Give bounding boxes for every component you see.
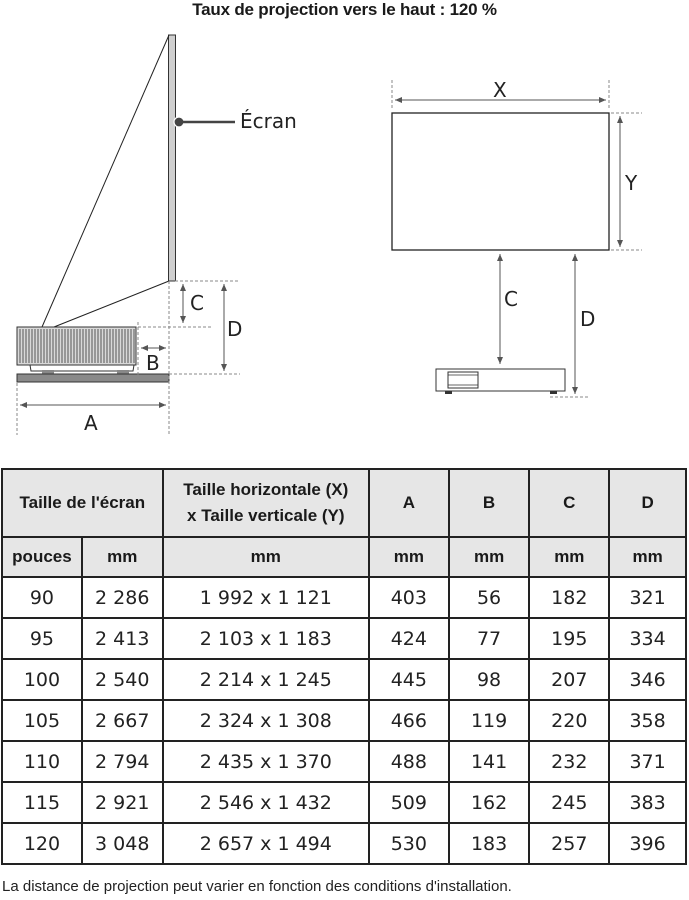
header-a: A bbox=[367, 468, 450, 538]
dim-label-d-side: D bbox=[227, 317, 242, 341]
dim-label-b: B bbox=[146, 351, 160, 375]
dim-label-y: Y bbox=[624, 171, 638, 195]
projection-diagram: Écran bbox=[16, 34, 642, 435]
unit-mm: mm bbox=[367, 536, 450, 578]
unit-mm: mm bbox=[608, 536, 687, 578]
header-b: B bbox=[447, 468, 531, 538]
unit-mm: mm bbox=[80, 536, 164, 578]
projection-distance-table: Taille de l'écran Taille horizontale (X)… bbox=[1, 468, 687, 865]
screen-front-icon bbox=[391, 112, 610, 251]
table-units-row: pouces mm mm mm mm mm mm bbox=[1, 536, 687, 578]
dim-label-a: A bbox=[84, 411, 98, 435]
unit-mm: mm bbox=[528, 536, 611, 578]
dim-label-c-side: C bbox=[190, 291, 204, 315]
header-d: D bbox=[608, 468, 687, 538]
shelf-icon bbox=[16, 373, 170, 383]
screen-side-icon bbox=[168, 34, 176, 282]
header-xy-size: Taille horizontale (X)x Taille verticale… bbox=[161, 468, 370, 538]
unit-inches: pouces bbox=[1, 536, 83, 578]
page-title: Taux de projection vers le haut : 120 % bbox=[192, 0, 497, 19]
table-header-row: Taille de l'écran Taille horizontale (X)… bbox=[1, 468, 687, 538]
screen-label: Écran bbox=[240, 109, 297, 133]
footnote: La distance de projection peut varier en… bbox=[2, 878, 512, 895]
header-c: C bbox=[528, 468, 611, 538]
dim-label-d-front: D bbox=[580, 307, 595, 331]
side-view-diagram: Écran bbox=[16, 34, 297, 435]
unit-mm: mm bbox=[161, 536, 370, 578]
projector-side-icon bbox=[16, 326, 137, 374]
front-view-diagram: X Y C D bbox=[391, 78, 642, 398]
dim-label-x: X bbox=[493, 78, 507, 102]
unit-mm: mm bbox=[447, 536, 531, 578]
dim-label-c-front: C bbox=[504, 287, 518, 311]
header-screen-size: Taille de l'écran bbox=[1, 468, 164, 538]
projector-front-icon bbox=[435, 368, 566, 394]
